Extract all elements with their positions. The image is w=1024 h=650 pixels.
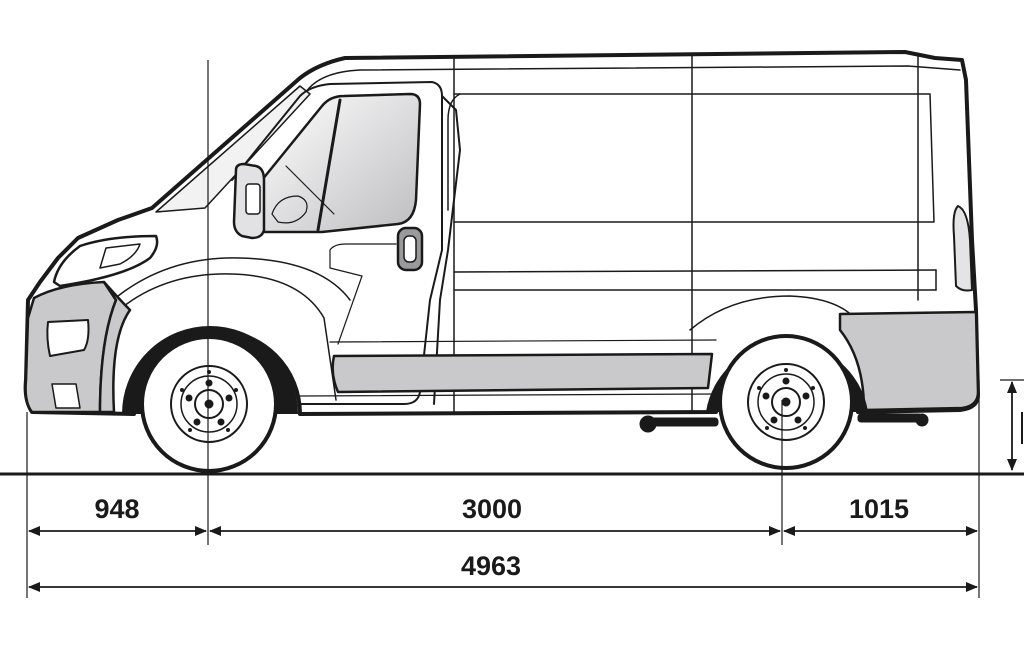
rear-wheel [706,334,868,470]
front-arch-line [111,273,337,401]
dimension-labels: 948 3000 1015 4963 [94,494,909,581]
label-wheelbase: 3000 [462,494,522,524]
windscreen [155,85,311,213]
front-arch-trim [98,280,132,414]
roof-line [305,65,961,93]
label-rear-overhang: 1015 [849,494,909,524]
window-divider [316,98,342,232]
steering-wheel [271,165,335,224]
grey-trim [24,280,980,414]
dimension-lines [0,60,1024,598]
label-overall-length: 4963 [461,551,521,581]
front-wheel [122,326,298,473]
van-body [23,50,980,416]
front-door-outline [231,81,443,405]
label-front-overhang: 948 [94,494,139,524]
side-rubbing-strip [331,352,714,394]
rear-light [952,205,973,292]
upper-panel [453,93,935,223]
underbody [639,413,929,433]
rear-arch-line [689,295,859,331]
headlamp [52,234,159,288]
